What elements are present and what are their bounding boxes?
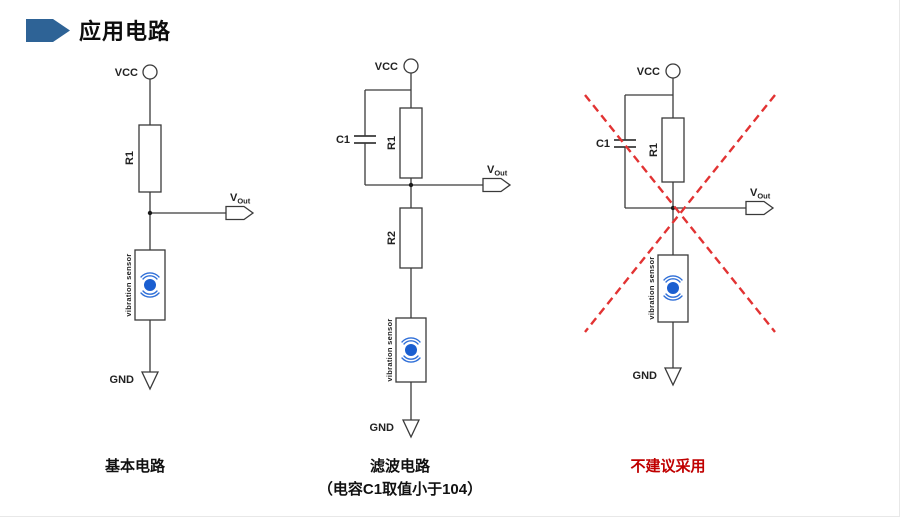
circuit-wires [149,79,226,372]
gnd-terminal [663,367,683,387]
r1-label: R1 [124,151,136,165]
vibration-sensor [134,249,166,321]
resistor-r1 [138,124,162,193]
vout-label-v: V [487,164,495,176]
vibration-sensor [395,317,427,383]
sensor-label: vibration sensor [385,318,394,381]
sensor-dot-icon [144,279,156,291]
vout-label: VOut [230,192,251,206]
caption-filter-text: 滤波电路 [369,458,430,475]
circuit-wires [624,78,746,368]
vout-terminal [482,177,512,193]
vout-terminal [745,200,775,216]
r2-label: R2 [386,231,398,245]
caption-filter-note: （电容C1取值小于104） [317,480,483,498]
basic-circuit-diagram: VCC R1 VOut vibration sensor GND [110,64,255,391]
caption-not-recommended: 不建议采用 [578,456,758,479]
vcc-label: VCC [375,61,398,73]
gnd-label: GND [110,374,135,386]
c1-label: C1 [336,134,350,146]
r1-label: R1 [648,143,660,157]
resistor-r2 [399,207,423,269]
sensor-dot-icon [667,282,679,294]
vcc-label: VCC [637,66,660,78]
vout-label: VOut [750,187,771,201]
caption-basic-text: 基本电路 [104,458,165,475]
filter-circuit-diagram: VCC C1 R1 VOut R2 vibration sensor GND [336,58,512,439]
resistor-r1 [399,107,423,179]
vibration-sensor [657,254,689,323]
vout-label-sub: Out [757,192,770,201]
vout-label-sub: Out [237,197,250,206]
caption-basic-circuit: 基本电路 [40,456,230,479]
vcc-terminal [403,58,419,74]
vout-label-v: V [230,192,238,204]
capacitor-c1 [614,139,636,148]
capacitor-c1 [354,135,376,144]
r1-label: R1 [386,136,398,150]
caption-filter-circuit: 滤波电路 （电容C1取值小于104） [285,456,515,501]
gnd-terminal [401,419,421,439]
vcc-terminal [142,64,158,80]
not-recommended-circuit-diagram: VCC C1 R1 VOut vibration sensor GND [584,63,776,387]
sensor-label: vibration sensor [647,256,656,319]
vout-terminal [225,205,255,221]
resistor-r1 [661,117,685,183]
gnd-terminal [140,371,160,391]
vout-label-v: V [750,187,758,199]
sensor-label: vibration sensor [124,253,133,316]
vout-label: VOut [487,164,508,178]
c1-label: C1 [596,138,610,150]
vout-label-sub: Out [494,169,507,178]
caption-not-recommended-text: 不建议采用 [630,458,706,475]
slide-header: 应用电路 [26,14,171,46]
junction-dot [147,210,153,216]
gnd-label: GND [370,422,395,434]
sensor-dot-icon [405,344,417,356]
junction-dot [408,182,414,188]
gnd-label: GND [633,370,658,382]
page-title: 应用电路 [79,19,172,44]
vcc-label: VCC [115,67,138,79]
red-cross-mark [584,94,776,333]
vcc-terminal [665,63,681,79]
title-arrow-icon [26,18,70,42]
